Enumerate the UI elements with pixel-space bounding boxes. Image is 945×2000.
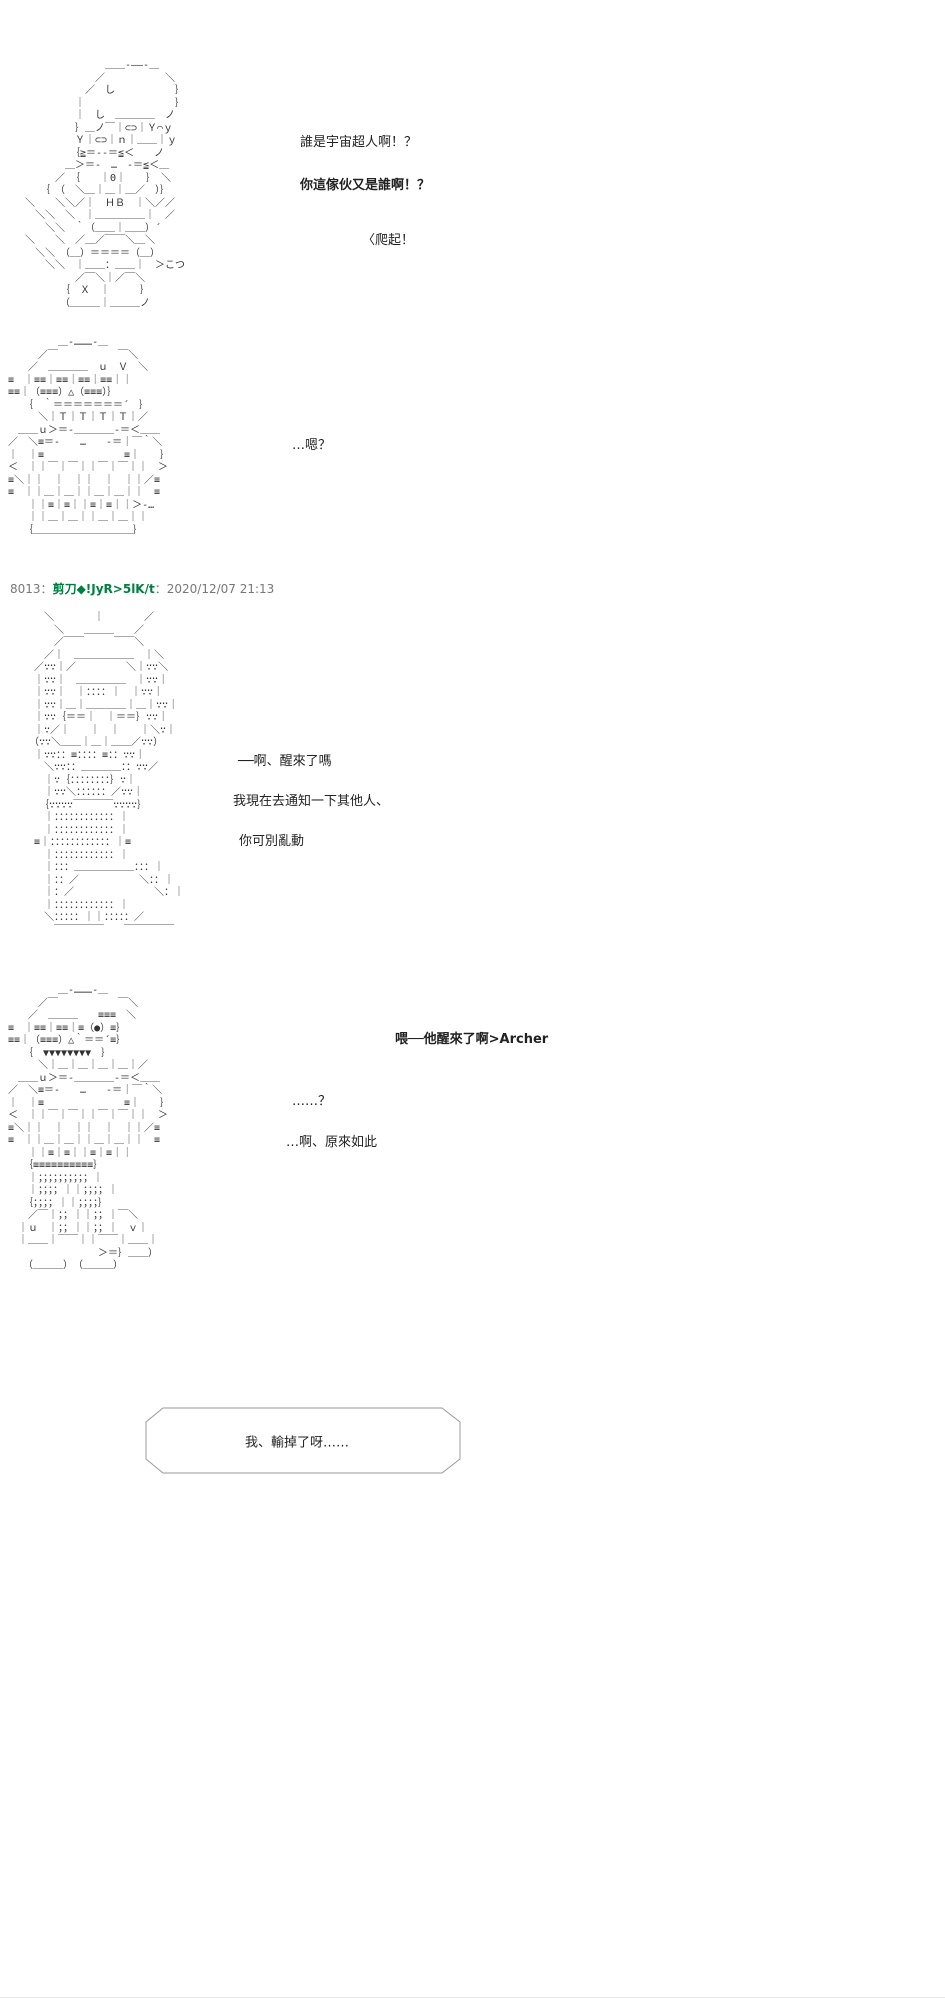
dialogue-line-9: ……？ — [292, 1094, 332, 1109]
dialogue-line-3: 〈爬起！ — [362, 233, 415, 248]
dialogue-line-5: ──啊、醒來了嗎 — [238, 754, 332, 769]
dialogue-line-2: 你這傢伙又是誰啊！？ — [300, 178, 431, 193]
dialogue-line-6: 我現在去通知一下其他人、 — [233, 794, 390, 809]
speech-bubble: 我、輸掉了呀…… — [145, 1407, 461, 1474]
post-separator-1: ： — [40, 582, 53, 596]
post-datetime: 2020/12/07 21:13 — [166, 582, 275, 596]
post-header: 8013：剪刀◆!JyR>5lK/t：2020/12/07 21:13 — [10, 580, 274, 597]
dialogue-line-4: …嗯？ — [292, 438, 332, 453]
ascii-art-sans-bust: ＿-………-＿ ／￣ ￣＼ ／ ＿＿＿＿ ｕ Ｖ ＼ ≡ ｜≡≡｜≡≡｜≡≡｜≡… — [8, 337, 171, 536]
ascii-art-robot-figure: ＼ ｜ ／ ＼ ＿＿＿ ／ ／￣￣ ￣￣＼ ／｜ ＿＿＿＿＿＿ ｜＼ ／∵∵｜／… — [33, 612, 184, 936]
dialogue-line-1: 誰是宇宙超人啊！？ — [300, 135, 418, 150]
poster-name: 剪刀◆!JyR>5lK/t — [52, 582, 155, 596]
ascii-art-sans-startled: ＿＿-――-＿ ／ ＼ ／ し ｝ ｜ ｝ ｜ し ＿＿＿＿ ノ ｝＿ノ￣｜⊂⊃… — [25, 60, 185, 309]
dialogue-line-8: 喂──他醒來了啊>Archer — [395, 1032, 549, 1047]
post-separator-2: ： — [154, 582, 167, 596]
speech-bubble-text: 我、輸掉了呀…… — [245, 1435, 350, 1450]
speech-bubble-outline — [145, 1407, 461, 1474]
post-number: 8013 — [10, 582, 41, 596]
page-bottom-divider — [0, 1997, 945, 1998]
dialogue-line-10: …啊、原來如此 — [286, 1135, 378, 1150]
ascii-art-sans-fullbody: ＿-………-＿ ／￣ ￣＼ ／ ＿＿＿ ≡≡≡ ＼ ≡ ｜≡≡｜≡≡｜≡（●）≡… — [8, 985, 171, 1271]
dialogue-line-7: 你可別亂動 — [239, 834, 305, 849]
